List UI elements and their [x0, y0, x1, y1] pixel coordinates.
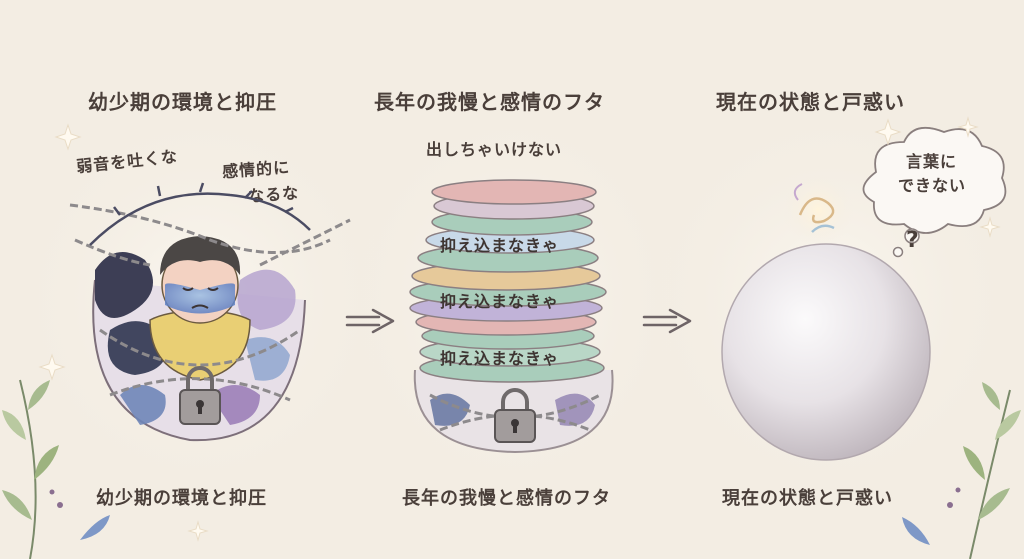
panel3-title: 現在の状態と戸惑い: [716, 90, 905, 114]
leaf-icon: [902, 382, 1021, 559]
panel1-title: 幼少期の環境と抑圧: [88, 90, 277, 114]
coin-label-3: 抑え込まなきゃ: [440, 349, 560, 368]
thorn-vine-icon: [89, 182, 311, 246]
sparkle-icon: [874, 116, 1001, 238]
coin-label-2: 抑え込まなきゃ: [440, 292, 560, 311]
question-mark: ?: [906, 228, 920, 253]
swirl-icon: [782, 174, 854, 246]
panel2-top-phrase: 出しちゃいけない: [426, 140, 563, 159]
thought-bubble-icon: [862, 126, 1007, 258]
bubble-line-1: 言葉に: [906, 152, 958, 171]
panel3-caption: 現在の状態と戸惑い: [722, 488, 893, 509]
sparkle-icon: [38, 123, 209, 542]
leaf-icon: [2, 379, 110, 559]
bubble-line-2: できない: [898, 176, 967, 195]
arrow-icon: [345, 308, 395, 334]
coin-stack: [409, 179, 607, 383]
coin-label-1: 抑え込まなきゃ: [440, 236, 560, 255]
padlock-icon: [494, 388, 536, 443]
panel2-caption: 長年の我慢と感情のフタ: [402, 488, 611, 509]
padlock-icon: [179, 366, 221, 425]
blank-sphere: [721, 243, 931, 461]
arrow-icon: [642, 308, 692, 334]
panel1-caption: 幼少期の環境と抑圧: [96, 488, 267, 509]
chain-icon: [69, 203, 351, 402]
panel2-title: 長年の我慢と感情のフタ: [374, 90, 605, 114]
